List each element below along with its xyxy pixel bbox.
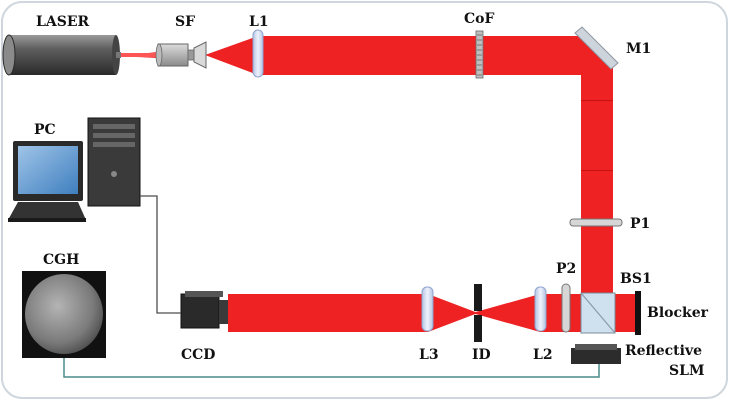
label-blocker: Blocker	[647, 305, 709, 321]
beam-section-line	[581, 170, 613, 171]
label-m1: M1	[626, 41, 651, 57]
label-slm-line1: Reflective	[625, 343, 702, 359]
converging-beam-l2	[472, 294, 540, 332]
beam-section-line	[581, 100, 613, 101]
label-cof: CoF	[464, 11, 494, 27]
correction-filter-cof	[475, 30, 484, 79]
spatial-filter	[155, 41, 207, 69]
label-pc: PC	[34, 122, 56, 138]
polarizer-p2	[561, 283, 571, 333]
polarizer-p1	[569, 218, 623, 227]
collimated-beam-top	[258, 36, 583, 75]
lens-l1	[252, 29, 264, 78]
label-id: ID	[472, 347, 491, 363]
label-laser: LASER	[36, 14, 89, 30]
label-cgh: CGH	[43, 252, 79, 268]
lens-l3	[421, 286, 434, 332]
label-l2: L2	[533, 347, 553, 363]
pc-ccd-cable	[140, 195, 181, 314]
pc-computer	[8, 117, 141, 222]
laser-output-beam-core	[118, 53, 158, 57]
reflective-slm	[571, 344, 621, 364]
diverging-beam-l3	[428, 294, 478, 332]
expanding-beam	[205, 36, 258, 75]
cgh-hologram	[22, 271, 106, 358]
laser	[2, 34, 121, 76]
label-p1: P1	[630, 216, 650, 232]
beam-blocker	[635, 291, 641, 335]
cgh-slm-cable	[63, 358, 600, 378]
beam-splitter-diagonal	[580, 292, 616, 334]
label-slm-line2: SLM	[669, 363, 704, 379]
label-bs1: BS1	[620, 271, 652, 287]
ccd-camera	[180, 291, 228, 329]
label-p2: P2	[556, 261, 576, 277]
mirror-m1	[574, 26, 619, 70]
collimated-beam-vertical	[581, 66, 613, 333]
label-l1: L1	[249, 14, 269, 30]
label-l3: L3	[419, 347, 439, 363]
beam-to-ccd	[228, 294, 428, 332]
label-sf: SF	[175, 14, 195, 30]
lens-l2	[534, 286, 547, 332]
label-ccd: CCD	[181, 347, 215, 363]
iris-diaphragm-id	[474, 284, 482, 342]
